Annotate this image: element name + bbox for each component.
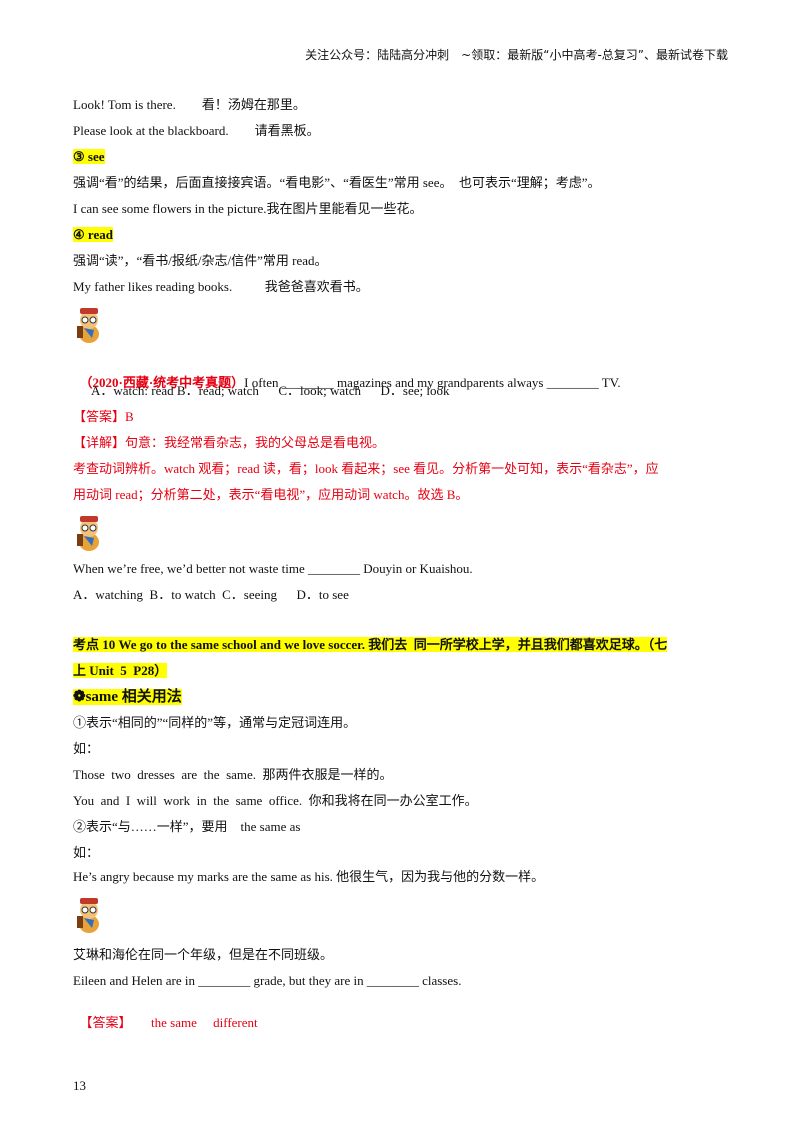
mascot-icon xyxy=(77,898,99,933)
question1-answer: 【答案】B xyxy=(73,409,134,424)
example-marks: He’s angry because my marks are the same… xyxy=(73,869,545,884)
page-number: 13 xyxy=(73,1078,86,1093)
question1-source: （2020·西藏·统考中考真题） xyxy=(79,375,245,390)
exercise-answer-label: 【答案】 xyxy=(79,1015,132,1030)
question2-options: A．watching B．to watch C．seeing D．to see xyxy=(73,587,349,602)
question1-detail-1: 【详解】句意：我经常看杂志，我的父母总是看电视。 xyxy=(73,435,386,450)
same-rule-1: ①表示“相同的”“同样的”等，通常与定冠词连用。 xyxy=(73,715,357,730)
read-explanation: 强调“读”，“看书/报纸/杂志/信件”常用 read。 xyxy=(73,253,328,268)
exercise-chinese: 艾琳和海伦在同一个年级，但是在不同班级。 xyxy=(73,947,334,962)
see-heading: ③ see xyxy=(73,149,105,164)
question1-text: I often ________ magazines and my grandp… xyxy=(244,375,621,390)
example-look-tom: Look! Tom is there. 看！汤姆在那里。 xyxy=(73,97,306,112)
mascot-icon xyxy=(77,308,99,343)
exercise-english: Eileen and Helen are in ________ grade, … xyxy=(73,973,462,988)
kaodian10-title-1: 考点 10 We go to the same school and we lo… xyxy=(73,637,668,652)
see-explanation: 强调“看”的结果，后面直接接宾语。“看电影”、“看医生”常用 see。 也可表示… xyxy=(73,175,601,190)
kaodian10-title-2: 上 Unit 5 P28） xyxy=(73,663,168,678)
question2-text: When we’re free, we’d better not waste t… xyxy=(73,561,473,576)
same-usage-heading: ❁same 相关用法 xyxy=(73,689,182,705)
example-label: 如： xyxy=(73,845,100,860)
example-look-blackboard: Please look at the blackboard. 请看黑板。 xyxy=(73,123,320,138)
question1-detail-3: 用动词 read；分析第二处，表示“看电视”，应用动词 watch。故选 B。 xyxy=(73,487,469,502)
question1-detail-2: 考查动词辨析。watch 观看；read 读，看；look 看起来；see 看见… xyxy=(73,461,659,476)
example-office: You and I will work in the same office. … xyxy=(73,793,478,808)
mascot-icon xyxy=(77,516,99,551)
example-reading-books: My father likes reading books. 我爸爸喜欢看书。 xyxy=(73,279,369,294)
example-see-flowers: I can see some flowers in the picture.我在… xyxy=(73,201,423,216)
example-label: 如： xyxy=(73,741,100,756)
read-heading: ④ read xyxy=(73,227,113,242)
example-dresses: Those two dresses are the same. 那两件衣服是一样… xyxy=(73,767,393,782)
same-rule-2: ②表示“与……一样”，要用 the same as xyxy=(73,819,301,834)
exercise-answer: the same different xyxy=(131,1015,258,1030)
page-header: 关注公众号：陆陆高分冲刺 ~领取：最新版“小中高考-总复习”、最新试卷下载 xyxy=(305,48,728,62)
question1-options: A．watch: read B．read; watch C．look; watc… xyxy=(91,383,450,398)
